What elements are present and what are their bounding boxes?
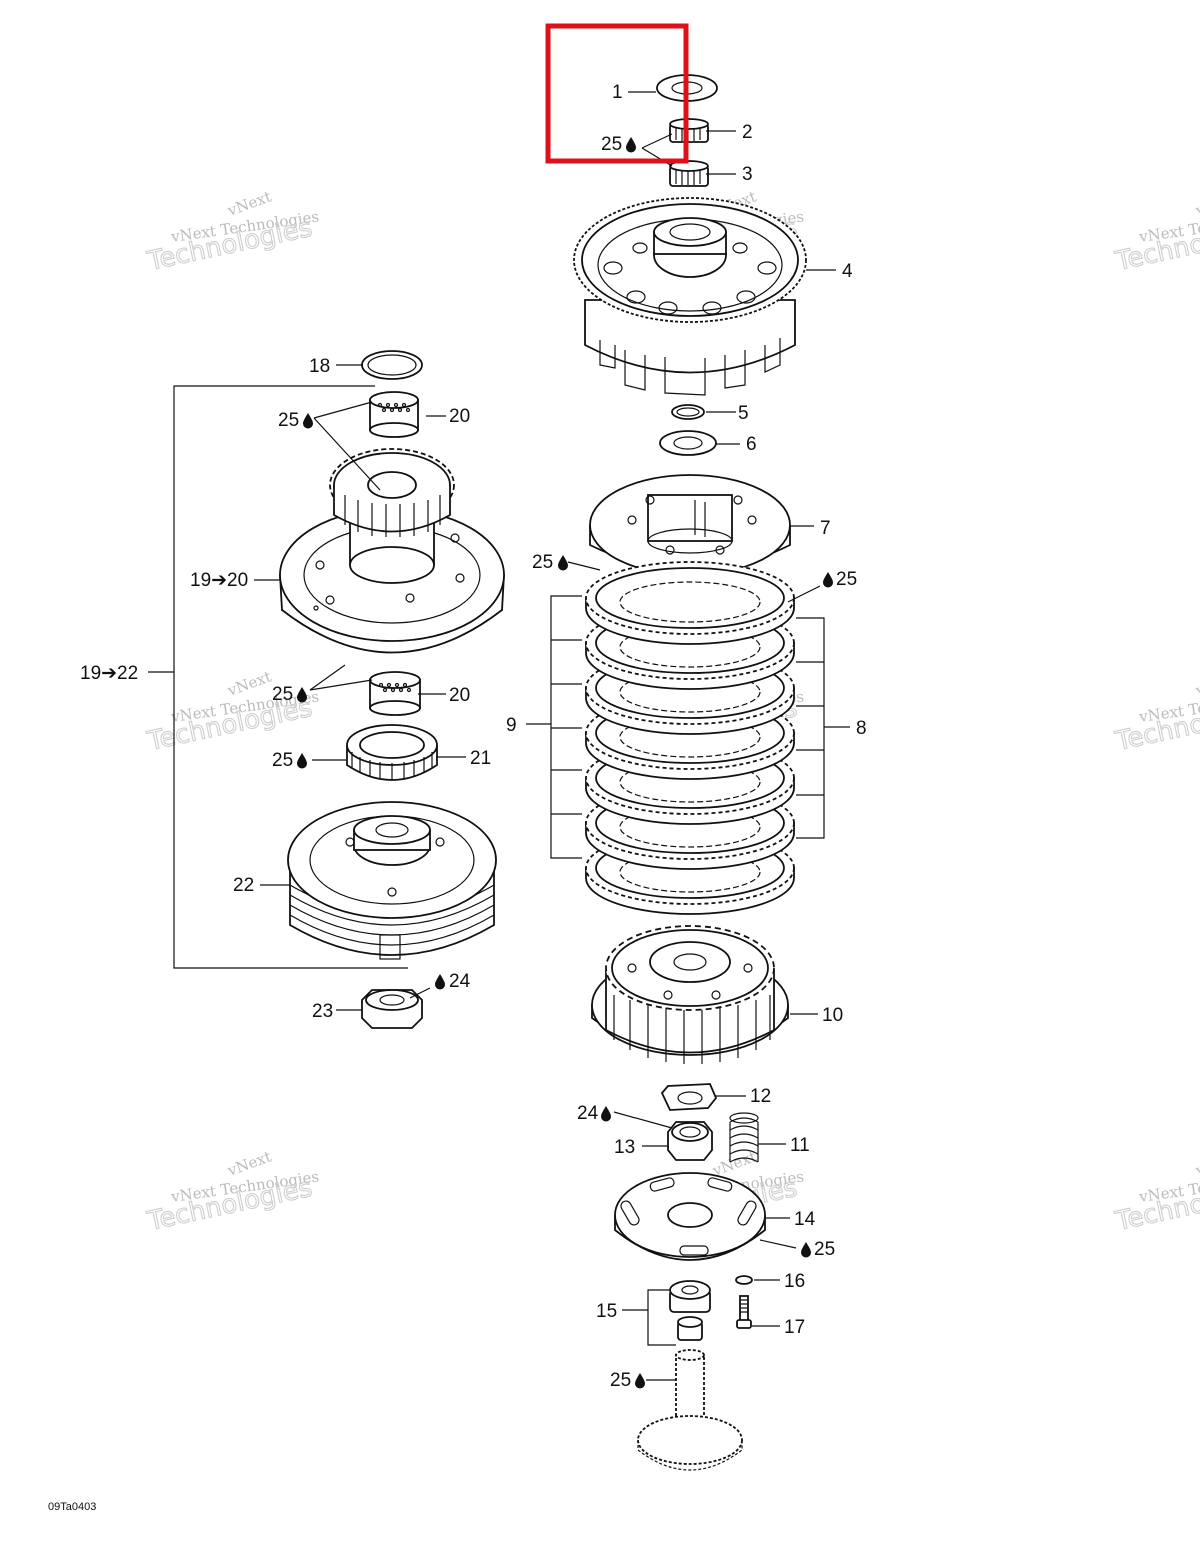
- oil-drop-icon: [635, 1373, 645, 1389]
- label-part-17: 17: [784, 1317, 805, 1338]
- label-part-18: 18: [309, 356, 330, 377]
- label-part-8: 8: [856, 718, 867, 739]
- part-20-bushing-lower[interactable]: [369, 671, 421, 716]
- label-part-11: 11: [790, 1135, 810, 1156]
- label-lube-24: 24: [577, 1103, 599, 1124]
- label-lube-25: 25: [814, 1239, 835, 1260]
- pushrod-shaft: [637, 1349, 743, 1471]
- label-lube-25: 25: [610, 1370, 631, 1391]
- part-13-nut[interactable]: [667, 1121, 713, 1161]
- part-12-lock-washer[interactable]: [660, 1083, 718, 1111]
- label-part-14: 14: [794, 1209, 816, 1230]
- oil-drop-icon: [801, 1242, 811, 1258]
- part-18-o-ring[interactable]: [361, 350, 423, 380]
- label-lube-25: 25: [601, 134, 622, 155]
- label-part-19-20: 19➔20: [190, 570, 248, 591]
- callout-labels: 1 2 3 25 4 5 6 7 25 25 8 9 10 12 24 13 1…: [48, 82, 867, 1513]
- label-part-13: 13: [614, 1137, 635, 1158]
- label-part-9: 9: [506, 715, 517, 736]
- part-15-bearing-assembly[interactable]: [669, 1280, 711, 1341]
- part-22-clutch-drum[interactable]: [287, 801, 497, 960]
- label-part-3: 3: [742, 164, 753, 185]
- part-17-screw[interactable]: [736, 1295, 752, 1329]
- label-lube-25: 25: [836, 569, 857, 590]
- friction-disc[interactable]: [585, 561, 795, 645]
- label-part-1: 1: [612, 82, 623, 103]
- part-7-pressure-plate[interactable]: [589, 474, 791, 576]
- oil-drop-icon: [626, 137, 636, 153]
- label-part-12: 12: [750, 1086, 771, 1107]
- label-part-16: 16: [784, 1271, 805, 1292]
- part-14-release-plate[interactable]: [614, 1172, 766, 1261]
- bracket-19-22: [173, 385, 408, 969]
- part-2-needle-bearing[interactable]: [669, 118, 709, 143]
- part-4-clutch-housing-gear[interactable]: [573, 197, 807, 396]
- label-part-22: 22: [233, 875, 254, 896]
- label-lube-25: 25: [272, 684, 293, 705]
- part-11-spring[interactable]: [729, 1112, 759, 1163]
- bracket-part-9: [526, 595, 582, 859]
- watermark-text: vNext: [1192, 667, 1200, 700]
- highlight-box: [545, 23, 689, 164]
- bracket-part-8: [796, 617, 850, 839]
- part-20-bushing-upper[interactable]: [369, 391, 419, 438]
- label-part-20: 20: [449, 406, 470, 427]
- label-part-23: 23: [312, 1001, 333, 1022]
- label-part-19-22: 19➔22: [80, 663, 138, 684]
- label-lube-25: 25: [278, 410, 299, 431]
- oil-drop-icon: [601, 1106, 611, 1122]
- part-3-needle-bearing[interactable]: [669, 160, 709, 187]
- label-part-6: 6: [746, 434, 757, 455]
- part-16-washer[interactable]: [735, 1275, 753, 1285]
- part-21-sprag-clutch[interactable]: [346, 724, 438, 781]
- label-part-2: 2: [742, 122, 753, 143]
- watermark-text: vNext: [1192, 1147, 1200, 1180]
- part-10-inner-hub[interactable]: [591, 925, 789, 1064]
- label-part-5: 5: [738, 403, 749, 424]
- part-6-washer[interactable]: [659, 430, 717, 456]
- oil-drop-icon: [558, 555, 568, 571]
- part-19-drum-with-gear[interactable]: [279, 448, 505, 654]
- label-lube-25: 25: [532, 552, 553, 573]
- label-part-21: 21: [470, 748, 491, 769]
- label-part-20-lower: 20: [449, 685, 470, 706]
- oil-drop-icon: [823, 572, 833, 588]
- part-23-flange-nut[interactable]: [361, 989, 423, 1029]
- label-part-4: 4: [842, 261, 853, 282]
- part-5-o-ring[interactable]: [671, 404, 705, 420]
- label-lube-25: 25: [272, 750, 293, 771]
- watermark-text: vNext: [1192, 187, 1200, 220]
- oil-drop-icon: [297, 753, 307, 769]
- label-lube-24: 24: [449, 971, 471, 992]
- oil-drop-icon: [435, 974, 445, 990]
- label-part-7: 7: [820, 518, 831, 539]
- leader-lines: [148, 91, 836, 1381]
- label-part-15: 15: [596, 1301, 617, 1322]
- diagram-code: 09Ta0403: [48, 1501, 96, 1513]
- clutch-disc-pack[interactable]: [526, 561, 850, 915]
- label-part-10: 10: [822, 1005, 843, 1026]
- oil-drop-icon: [303, 413, 313, 429]
